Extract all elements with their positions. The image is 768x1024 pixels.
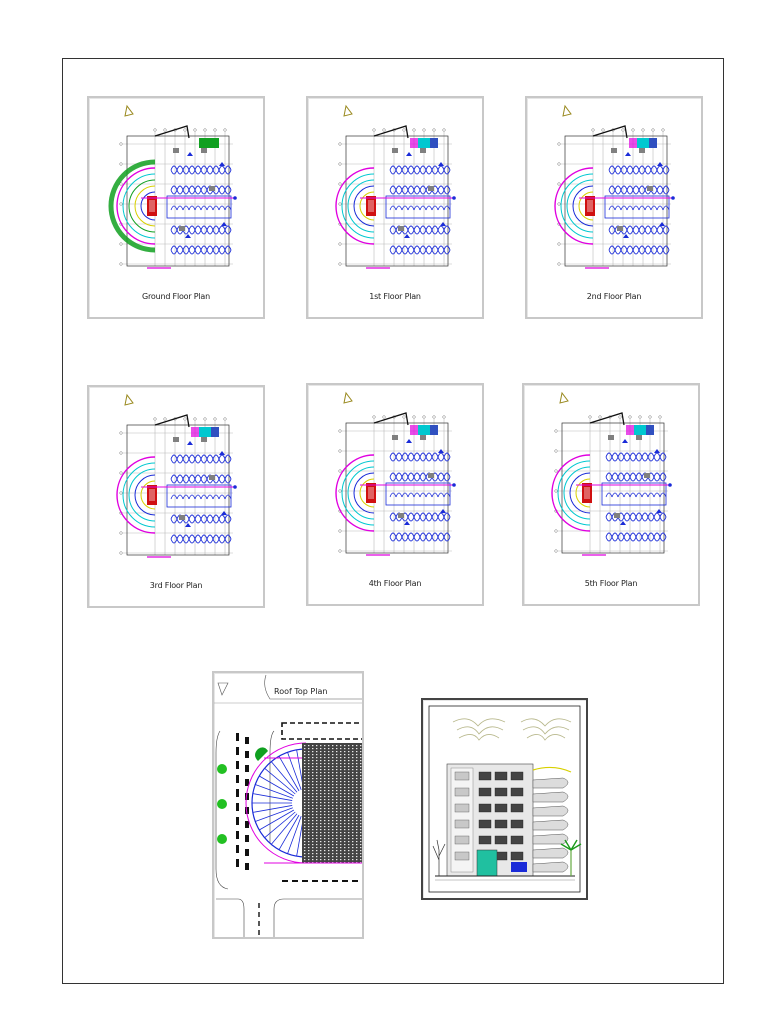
floor-plan-linework bbox=[335, 104, 456, 269]
north-arrow-icon bbox=[124, 393, 134, 406]
tree-icon bbox=[217, 834, 227, 844]
tree-icon bbox=[217, 799, 227, 809]
palm-tree-icon bbox=[560, 839, 582, 876]
plan-caption: 5th Floor Plan bbox=[584, 579, 638, 588]
floor-plan-linework bbox=[551, 391, 672, 556]
north-arrow-icon bbox=[562, 104, 572, 117]
floor-plan-linework bbox=[335, 391, 456, 556]
roof-plan-drawing: Roof Top Plan bbox=[214, 674, 362, 937]
plan-panel-4th[interactable]: 4th Floor Plan bbox=[306, 383, 484, 606]
first-floor-plan-drawing bbox=[335, 104, 456, 269]
plan-panel-3rd[interactable]: 3rd Floor Plan bbox=[87, 385, 265, 608]
fourth-floor-plan-drawing bbox=[335, 391, 456, 556]
elevation-panel[interactable] bbox=[421, 698, 588, 900]
third-floor-plan-drawing bbox=[116, 393, 237, 558]
ground-floor-plan-drawing bbox=[108, 104, 237, 269]
tree-icon bbox=[432, 839, 446, 876]
plan-caption: 1st Floor Plan bbox=[369, 292, 421, 301]
sky-birds-decoration bbox=[452, 718, 572, 741]
plan-panel-1st[interactable]: 1st Floor Plan bbox=[306, 96, 484, 319]
plan-caption: Ground Floor Plan bbox=[141, 292, 211, 301]
floor-plan-linework bbox=[554, 104, 675, 269]
roof-plan-caption: Roof Top Plan bbox=[274, 687, 327, 696]
roof-plan-panel[interactable]: Roof Top Plan bbox=[212, 671, 364, 939]
north-arrow-icon bbox=[124, 104, 134, 117]
plan-panel-ground[interactable]: Ground Floor Plan bbox=[87, 96, 265, 319]
plan-caption: 2nd Floor Plan bbox=[586, 292, 642, 301]
plan-caption: 3rd Floor Plan bbox=[149, 581, 203, 590]
north-arrow-icon bbox=[343, 104, 353, 117]
floor-plan-linework bbox=[108, 104, 237, 269]
tree-icon bbox=[217, 764, 227, 774]
fifth-floor-plan-drawing bbox=[551, 391, 672, 556]
front-elevation-drawing bbox=[428, 705, 582, 893]
second-floor-plan-drawing bbox=[554, 104, 675, 269]
plan-caption: 4th Floor Plan bbox=[368, 579, 422, 588]
north-arrow-icon bbox=[217, 682, 229, 696]
north-arrow-icon bbox=[559, 391, 569, 404]
north-arrow-icon bbox=[343, 391, 353, 404]
plan-panel-2nd[interactable]: 2nd Floor Plan bbox=[525, 96, 703, 319]
floor-plan-linework bbox=[116, 393, 237, 558]
plan-panel-5th[interactable]: 5th Floor Plan bbox=[522, 383, 700, 606]
